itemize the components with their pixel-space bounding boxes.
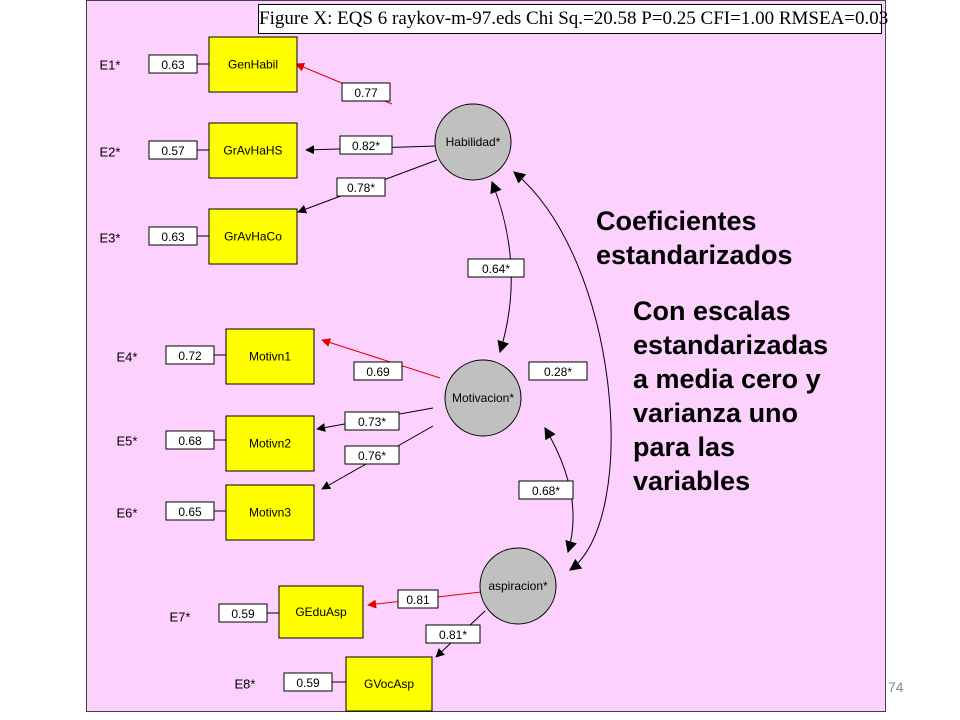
error-label: E4* [117, 350, 138, 365]
factor-circle [434, 103, 512, 181]
loading-value: 0.76* [358, 449, 386, 463]
factor-label: aspiracion* [488, 579, 548, 593]
residual-value-box [148, 140, 198, 160]
heading-line: estandarizados [596, 240, 793, 270]
loading-value: 0.77 [354, 86, 378, 100]
loading-value: 0.81 [406, 593, 430, 607]
indicator-label: Motivn1 [249, 350, 291, 364]
indicator-label: Motivn2 [249, 437, 291, 451]
description-line: varianza uno [633, 398, 799, 428]
residual-value-box [148, 226, 198, 246]
loading-value-box [344, 411, 400, 431]
heading-text: Coeficientes estandarizados [596, 204, 793, 272]
loading-value: 0.69 [366, 365, 390, 379]
residual-value: 0.59 [231, 607, 255, 621]
loading-arrow [321, 338, 441, 379]
error-label: E3* [100, 231, 121, 246]
error-label: E1* [100, 58, 121, 73]
loading-value-box [397, 589, 439, 609]
correlation-value-box [528, 361, 588, 381]
error-label: E7* [170, 610, 191, 625]
indicator-label: GEduAsp [295, 605, 347, 619]
residual-value: 0.63 [161, 58, 185, 72]
loading-value-box [341, 82, 391, 102]
factor-circle [444, 359, 522, 437]
loading-value-box [353, 361, 403, 381]
correlation-value: 0.64* [482, 262, 510, 276]
loading-value: 0.78* [347, 181, 375, 195]
indicator-box [278, 585, 364, 639]
residual-value: 0.68 [178, 434, 202, 448]
indicator-label: GrAvHaCo [224, 230, 282, 244]
residual-value-box [218, 603, 268, 623]
correlation-value-box [518, 480, 574, 500]
residual-value: 0.57 [161, 144, 185, 158]
description-line: variables [633, 466, 751, 496]
heading-line: Coeficientes [596, 206, 757, 236]
indicator-box [225, 415, 315, 472]
error-label: E2* [100, 145, 121, 160]
error-label: E8* [235, 677, 256, 692]
residual-value: 0.59 [296, 676, 320, 690]
residual-value-box [148, 54, 198, 74]
description-text: Con escalas estandarizadas a media cero … [633, 294, 828, 498]
indicator-box [208, 36, 298, 93]
residual-value-box [165, 430, 215, 450]
loading-value-box [344, 445, 400, 465]
residual-value-box [283, 672, 333, 692]
figure-title: Figure X: EQS 6 raykov-m-97.eds Chi Sq.=… [258, 4, 888, 34]
indicator-label: GVocAsp [364, 677, 414, 691]
indicator-box [208, 122, 298, 179]
description-line: a media cero y [633, 364, 821, 394]
description-line: para las [633, 432, 736, 462]
indicator-box [208, 208, 298, 265]
indicator-box [225, 484, 315, 541]
residual-value-box [165, 345, 215, 365]
description-line: estandarizadas [633, 330, 829, 360]
description-line: Con escalas [633, 296, 791, 326]
loading-value: 0.82* [352, 139, 380, 153]
indicator-box [225, 328, 315, 385]
loading-value: 0.73* [358, 415, 386, 429]
residual-value: 0.65 [178, 505, 202, 519]
loading-value: 0.81* [439, 628, 467, 642]
factor-label: Motivacion* [452, 391, 514, 405]
factor-label: Habilidad* [446, 135, 501, 149]
indicator-label: GenHabil [228, 58, 278, 72]
residual-value: 0.63 [161, 230, 185, 244]
page-number: 74 [888, 679, 904, 695]
correlation-value-box [467, 258, 525, 278]
factor-circle [479, 547, 557, 625]
loading-value-box [339, 135, 393, 155]
correlation-value: 0.68* [532, 484, 560, 498]
indicator-label: Motivn3 [249, 506, 291, 520]
loading-value-box [336, 177, 386, 197]
loading-value-box [425, 624, 481, 644]
residual-value-box [165, 501, 215, 521]
residual-value: 0.72 [178, 349, 202, 363]
correlation-arrow [513, 171, 612, 571]
indicator-box [345, 656, 433, 712]
indicator-label: GrAvHaHS [223, 144, 282, 158]
error-label: E6* [117, 506, 138, 521]
correlation-value: 0.28* [544, 365, 572, 379]
error-label: E5* [117, 434, 138, 449]
